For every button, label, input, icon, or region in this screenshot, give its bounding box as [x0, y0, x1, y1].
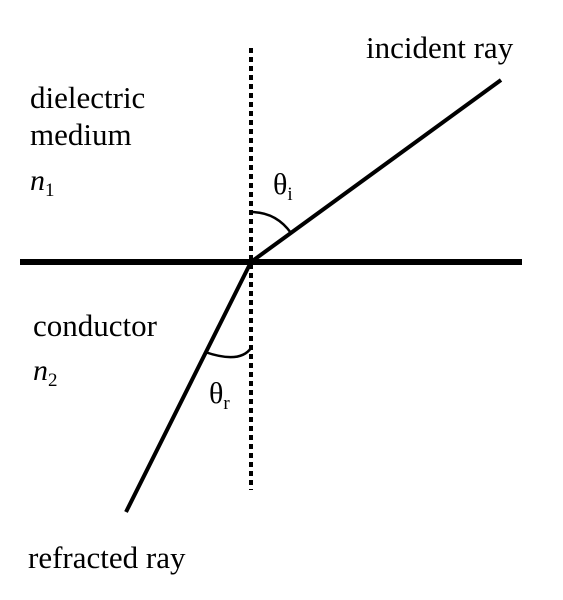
dielectric-label-line1: dielectric	[30, 80, 145, 115]
n1-subscript: 1	[45, 180, 55, 201]
n2-symbol: n	[33, 354, 48, 387]
theta-r-label: θr	[209, 377, 230, 414]
refraction-angle-arc	[204, 347, 253, 359]
theta-i-subscript: i	[287, 184, 292, 205]
n2-label: n2	[33, 354, 58, 391]
theta-r-symbol: θ	[209, 377, 223, 410]
incident-angle-arc	[250, 210, 293, 234]
n1-symbol: n	[30, 164, 45, 197]
theta-r-subscript: r	[223, 393, 230, 414]
incident-ray-line	[249, 78, 503, 264]
incident-ray-label: incident ray	[366, 30, 514, 65]
n2-subscript: 2	[48, 370, 58, 391]
theta-i-label: θi	[273, 168, 293, 205]
theta-i-symbol: θ	[273, 168, 287, 201]
n1-label: n1	[30, 164, 55, 201]
dielectric-label-line2: medium	[30, 117, 132, 152]
refracted-ray-line	[124, 261, 253, 513]
refracted-ray-label: refracted ray	[28, 540, 186, 575]
conductor-label: conductor	[33, 308, 158, 343]
